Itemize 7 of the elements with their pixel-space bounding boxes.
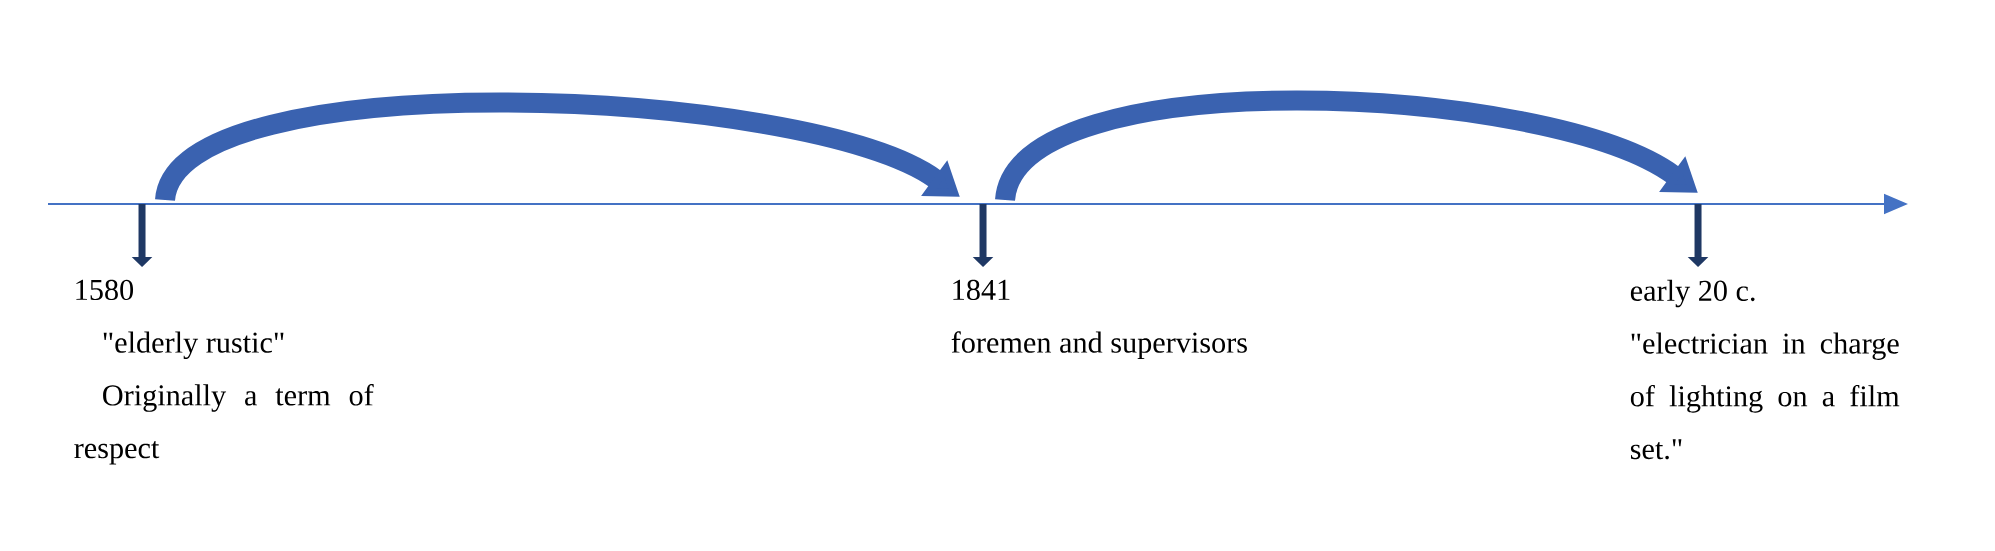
description-text: Originally a term of respect bbox=[74, 384, 374, 465]
description-text: "elderly rustic" bbox=[103, 331, 284, 360]
description-text: foremen and supervisors bbox=[951, 331, 1247, 359]
description-text: "electrician in charge of lighting on a film set." bbox=[1630, 332, 1900, 460]
year-label: 1580 bbox=[76, 279, 134, 301]
year-label: early 20 c. bbox=[1630, 279, 1755, 308]
year-label: 1841 bbox=[953, 279, 1010, 301]
